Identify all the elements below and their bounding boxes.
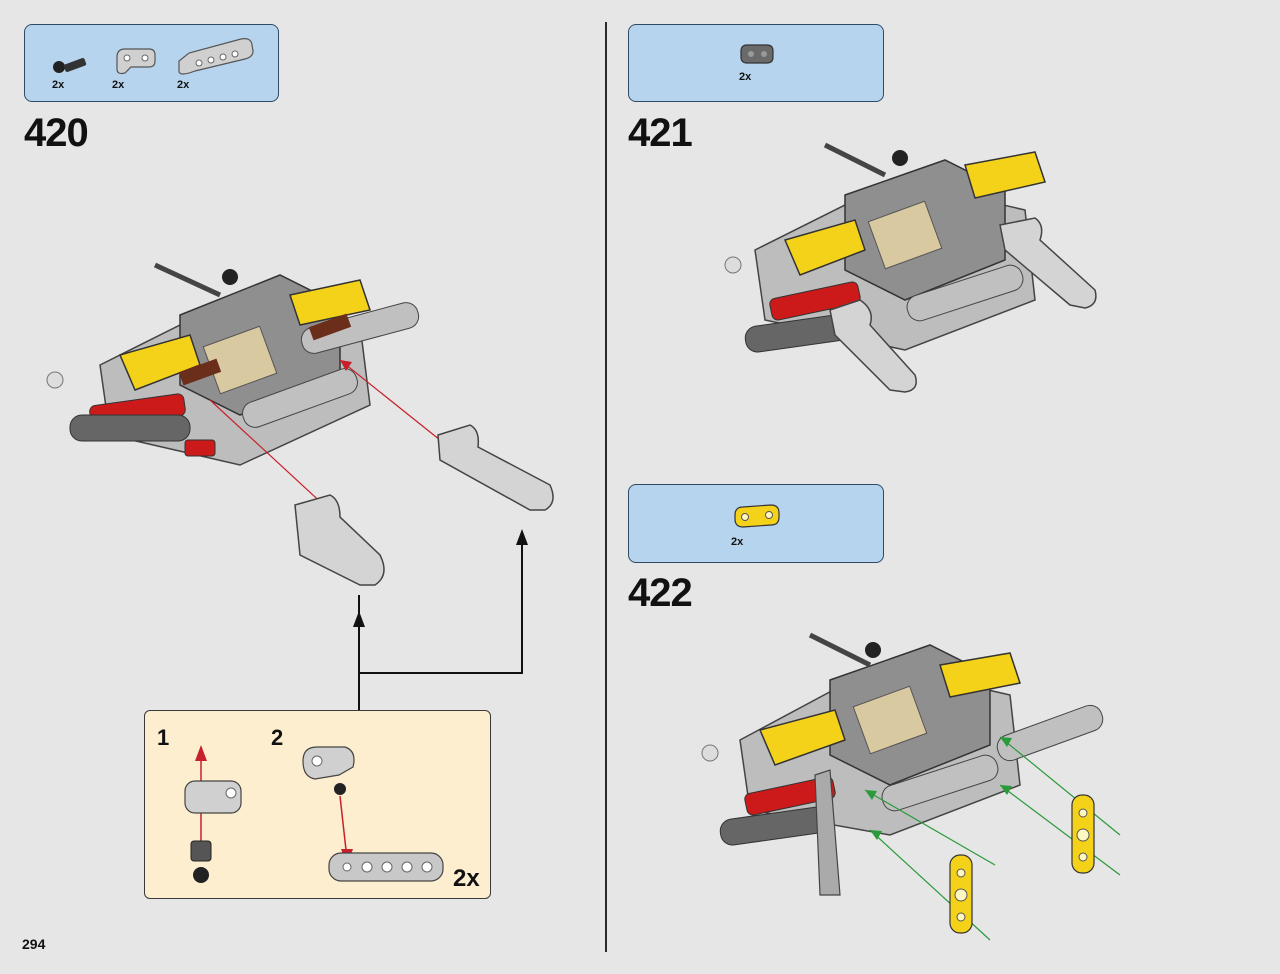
axle-pin-ball-icon [53, 58, 87, 73]
subassembly-multiplier: 2x [453, 865, 480, 892]
part-qty: 2x [112, 79, 125, 91]
substep-1-illustration [184, 745, 242, 883]
step-number-422: 422 [628, 571, 693, 615]
parts-list-step-420: 2x 2x 2x [24, 24, 279, 102]
substep-number: 1 [157, 725, 170, 750]
column-divider [605, 22, 607, 952]
dark-connector-icon [740, 44, 774, 64]
yellow-link-beam-icon [734, 504, 780, 528]
part-qty: 2x [731, 536, 744, 548]
step-number-420: 420 [24, 111, 89, 155]
small-angled-beam-icon [116, 48, 156, 75]
step-422-model-illustration [701, 632, 1121, 941]
parts-list-step-421: 2x [628, 24, 884, 102]
step-420-model-illustration [46, 262, 554, 710]
part-qty: 2x [52, 79, 65, 91]
page-number: 294 [22, 936, 46, 952]
part-qty: 2x [739, 71, 752, 83]
parts-list-step-422: 2x [628, 484, 884, 563]
step-number-421: 421 [628, 111, 693, 155]
subassembly-callout: 1 2 2x [144, 710, 491, 899]
step-421-model-illustration [724, 142, 1097, 393]
substep-number: 2 [271, 725, 284, 750]
part-qty: 2x [177, 79, 190, 91]
substep-2-illustration [302, 746, 444, 882]
long-angled-beam-icon [178, 38, 254, 75]
